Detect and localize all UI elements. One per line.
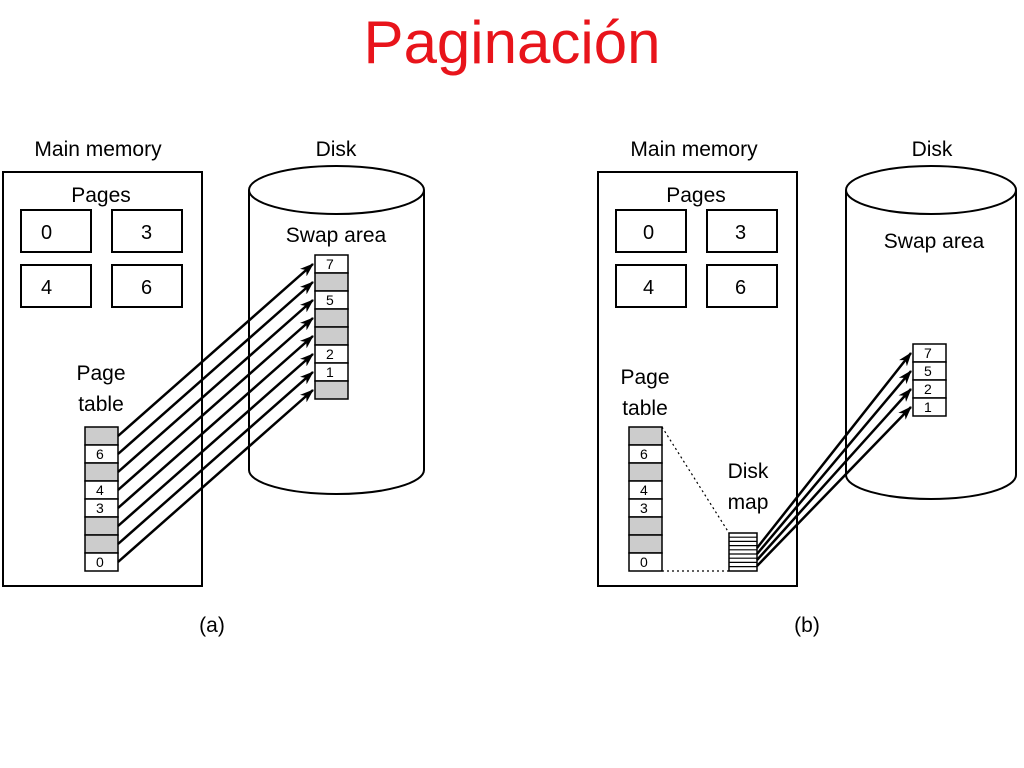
caption-b: (b) — [794, 614, 820, 637]
swap-cell-label: 7 — [326, 256, 334, 272]
page-table-cell-label: 6 — [640, 446, 648, 462]
page-box — [615, 209, 687, 253]
swap-cell-label: 2 — [326, 346, 334, 362]
page-box — [615, 264, 687, 308]
main-memory-label-b: Main memory — [630, 138, 758, 161]
swap-cell — [912, 397, 947, 417]
page-box — [111, 264, 183, 308]
page-box — [20, 209, 92, 253]
arrow — [117, 371, 314, 545]
page-table-a: 6 4 3 0 — [84, 426, 119, 572]
page-table-cell — [84, 462, 119, 482]
swap-cell — [314, 272, 349, 292]
page-number: 3 — [141, 222, 152, 244]
disk-label-b: Disk — [912, 138, 953, 161]
swap-cell-label: 1 — [326, 364, 334, 380]
panel-a: Main memory Disk Pages 0 3 4 6 Page tabl… — [2, 138, 425, 637]
page-box — [111, 209, 183, 253]
arrow — [756, 370, 912, 555]
slide-title: Paginación — [363, 9, 661, 76]
pages-a: 0 3 4 6 — [20, 209, 183, 308]
swap-cell-label: 7 — [924, 345, 932, 361]
main-memory-label-a: Main memory — [34, 138, 162, 161]
main-memory-box-b — [597, 171, 798, 587]
disk-map-connectors — [661, 426, 730, 572]
page-table-cell-label: 0 — [640, 554, 648, 570]
page-box — [706, 209, 778, 253]
page-number: 3 — [735, 222, 746, 244]
page-table-cell-label: 4 — [96, 482, 104, 498]
arrows-a — [117, 263, 314, 563]
disk-map — [728, 532, 758, 572]
arrow — [756, 352, 912, 549]
page-table-label-b-line2: table — [622, 397, 668, 420]
page-table-label-a-line1: Page — [76, 362, 125, 385]
page-table-cell — [84, 516, 119, 536]
page-table-cell — [628, 426, 663, 446]
arrow — [117, 299, 314, 473]
page-number: 4 — [643, 277, 654, 299]
pages-label-a: Pages — [71, 184, 131, 207]
swap-area-a: 7 5 2 1 — [314, 254, 349, 400]
arrow — [117, 281, 314, 455]
page-table-label-b-line1: Page — [620, 366, 669, 389]
pages-b: 0 3 4 6 — [615, 209, 778, 308]
page-table-label-a-line2: table — [78, 393, 124, 416]
page-box — [706, 264, 778, 308]
arrow — [117, 335, 314, 509]
page-number: 0 — [41, 222, 52, 244]
arrow — [117, 317, 314, 491]
arrows-b — [756, 352, 912, 567]
disk-cylinder-b — [845, 165, 1017, 500]
disk-label-a: Disk — [316, 138, 357, 161]
page-table-cell-label: 6 — [96, 446, 104, 462]
disk-map-label-line2: map — [728, 491, 769, 514]
arrow — [756, 388, 912, 561]
page-table-cell — [628, 516, 663, 536]
arrow — [117, 389, 314, 563]
swap-area-b: 7 5 2 1 — [912, 343, 947, 417]
swap-cell-label: 5 — [326, 292, 334, 308]
page-table-cell-label: 3 — [96, 500, 104, 516]
swap-cell — [314, 380, 349, 400]
page-table-cell-label: 0 — [96, 554, 104, 570]
page-number: 0 — [643, 222, 654, 244]
page-number: 6 — [735, 277, 746, 299]
page-table-cell-label: 4 — [640, 482, 648, 498]
page-table-cell — [84, 426, 119, 446]
panel-b: Main memory Disk Pages 0 3 4 6 Page tabl… — [597, 138, 1017, 637]
disk-map-label-line1: Disk — [728, 460, 769, 483]
swap-cell-label: 1 — [924, 399, 932, 415]
page-table-cell — [628, 462, 663, 482]
arrow — [117, 263, 314, 437]
swap-cell — [314, 326, 349, 346]
swap-cell-label: 5 — [924, 363, 932, 379]
swap-cell — [314, 308, 349, 328]
page-table-cell — [628, 534, 663, 554]
page-table-cell — [628, 552, 663, 572]
arrow — [756, 406, 912, 567]
swap-cell-label: 2 — [924, 381, 932, 397]
page-number: 4 — [41, 277, 52, 299]
page-table-b: 6 4 3 0 — [628, 426, 663, 572]
pages-label-b: Pages — [666, 184, 726, 207]
page-number: 6 — [141, 277, 152, 299]
swap-area-label-a: Swap area — [286, 224, 387, 247]
disk-cylinder-a — [248, 165, 425, 495]
page-table-cell-label: 3 — [640, 500, 648, 516]
page-table-cell — [84, 534, 119, 554]
caption-a: (a) — [199, 614, 225, 637]
page-box — [20, 264, 92, 308]
swap-area-label-b: Swap area — [884, 230, 985, 253]
arrow — [117, 353, 314, 527]
